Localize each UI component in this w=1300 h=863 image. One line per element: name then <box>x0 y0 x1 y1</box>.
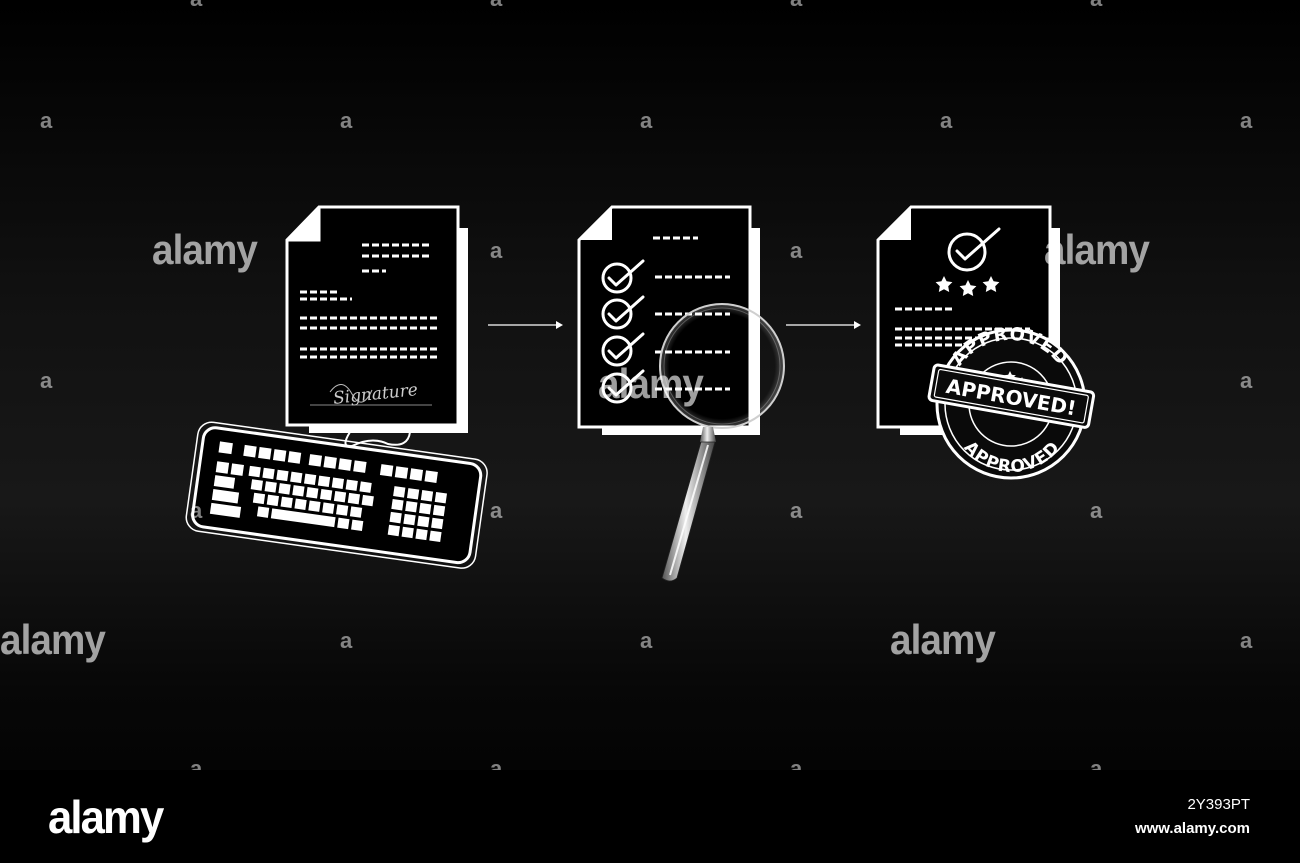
watermark-mark: a <box>1090 498 1102 523</box>
workflow-illustration: Signature <box>185 205 1096 582</box>
watermark-mark: a <box>40 368 52 393</box>
watermark-mark: a <box>1240 368 1252 393</box>
watermark-brand: alamy <box>890 616 996 663</box>
watermark-mark: a <box>790 238 802 263</box>
watermark-brand: alamy <box>1044 226 1150 273</box>
stock-footer: alamy 2Y393PT www.alamy.com <box>0 770 1300 863</box>
arrow-right-icon <box>488 321 563 329</box>
watermark-brand: alamy <box>0 616 106 663</box>
image-id: 2Y393PT <box>1187 796 1250 813</box>
watermark-mark: a <box>490 498 502 523</box>
watermark-mark: a <box>40 108 52 133</box>
watermark-mark: a <box>790 0 802 12</box>
watermark-mark: a <box>640 108 652 133</box>
watermark-mark: a <box>1090 0 1102 12</box>
site-url[interactable]: www.alamy.com <box>1134 820 1250 837</box>
draft-document-icon: Signature <box>285 205 468 433</box>
watermark-mark: a <box>340 628 352 653</box>
watermark-mark: a <box>940 108 952 133</box>
badge-check-icon <box>947 227 1001 272</box>
watermark-mark: a <box>1240 108 1252 133</box>
watermark-brand: alamy <box>152 226 258 273</box>
watermark-mark: a <box>490 0 502 12</box>
watermark-mark: a <box>640 628 652 653</box>
watermark-brand: alamy <box>598 360 704 407</box>
arrow-right-icon-2 <box>786 321 861 329</box>
watermark-mark: a <box>190 498 202 523</box>
rating-stars-icon <box>935 276 1000 296</box>
magnifying-glass-icon <box>659 303 785 582</box>
watermark-mark: a <box>190 0 202 12</box>
alamy-logo: alamy <box>48 791 164 843</box>
checkmark-icons <box>601 259 645 404</box>
watermark-mark: a <box>490 238 502 263</box>
keyboard-icon <box>185 421 488 569</box>
watermark-mark: a <box>1240 628 1252 653</box>
watermark-mark: a <box>340 108 352 133</box>
checklist-document-icon <box>577 205 760 435</box>
watermark-mark: a <box>790 498 802 523</box>
